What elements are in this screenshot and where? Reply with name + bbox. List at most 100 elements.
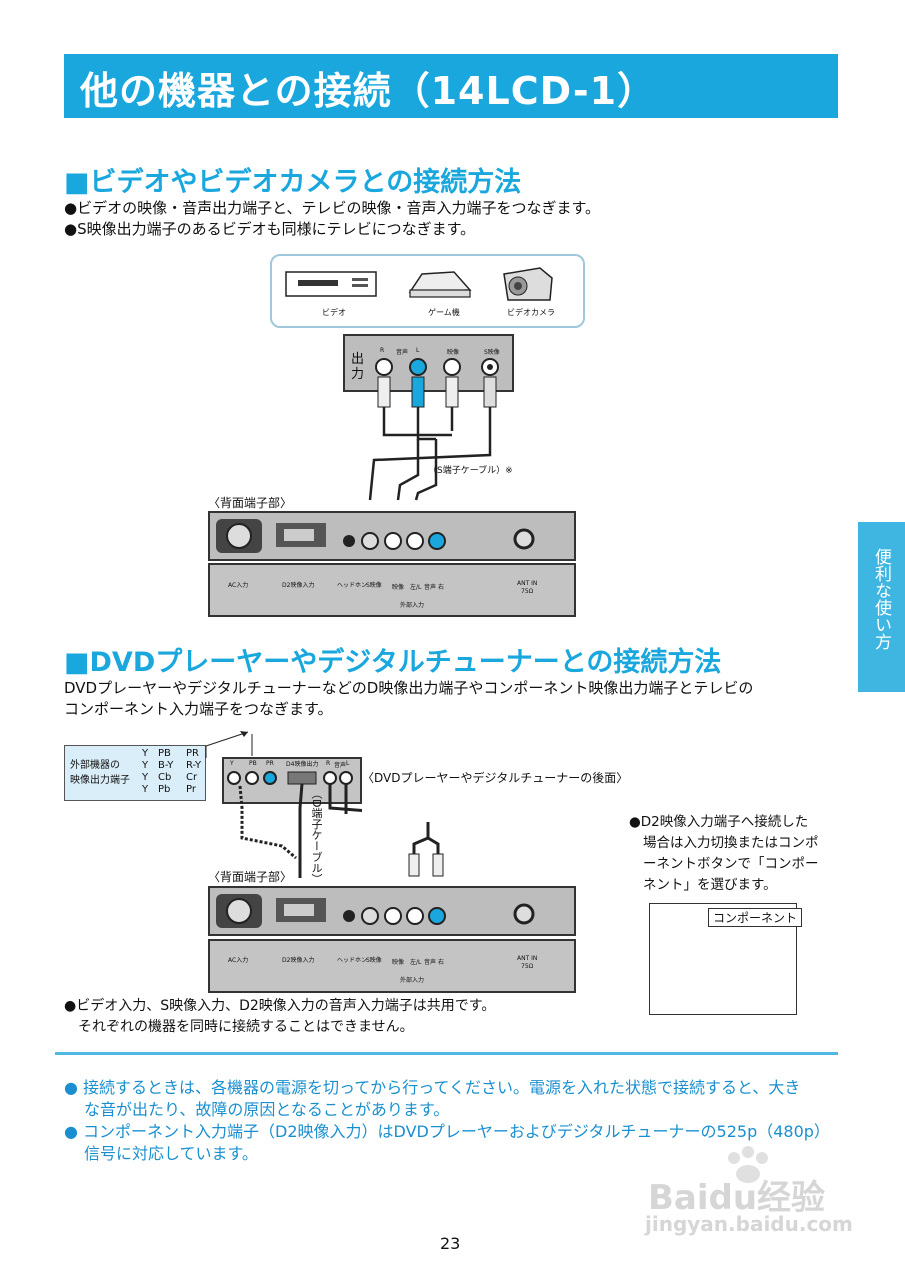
label2-right: 右 [438,959,445,966]
side-note-line: 場合は入力切換またはコンポ [643,835,819,851]
rca-plugs-2 [408,822,444,877]
device-illustrations [285,267,553,301]
section2-bullet-2: それぞれの機器を同時に接続することはできません。 [78,1019,414,1035]
label-75ohm: 75Ω [521,588,534,595]
dvd-label-audio: 音声 [334,762,347,769]
out-jack-label-l: L [416,347,420,354]
note-line-2: な音が出たり、故障の原因となることがあります。 [84,1100,450,1119]
table-row: Y B-Y R-Y [142,760,208,772]
watermark-brand: Baidu经验 [648,1178,826,1218]
label2-ant-in: ANT IN [517,955,538,962]
out-jack-label-audio: 音声 [396,349,409,356]
table-row: Y Pb Pr [142,784,208,796]
dvd-label-r: R [326,760,331,767]
label-panel-1 [208,563,576,617]
note-line-1: ● 接続するときは、各機器の電源を切ってから行ってください。電源を入れた状態で接… [64,1078,801,1097]
table-cell: B-Y [158,760,174,771]
rear-label-2: 〈背面端子部〉 [208,870,293,884]
label-d2-input: D2映像入力 [282,582,315,589]
label2-ac-input: AC入力 [228,957,249,964]
out-jack-label-r: R [380,347,385,354]
label2-svideo: S映像 [366,957,382,964]
dvd-label-pb: PB [249,760,257,767]
device-label-video: ビデオ [322,308,346,317]
section2-bullet-1: ●ビデオ入力、S映像入力、D2映像入力の音声入力端子は共用です。 [64,998,496,1014]
label2-left: 左/L [410,959,422,966]
out-jack-label-video: 映像 [447,349,460,356]
video-deck-icon [285,271,377,297]
output-terminal-table [64,745,206,801]
paw-icon [728,1146,768,1183]
label2-audio: 音声 [424,959,437,966]
table-label-line-1: 外部機器の [70,760,120,771]
label2-75ohm: 75Ω [521,963,534,970]
out-jacks [375,358,499,376]
out-jack-label-svideo: S映像 [484,349,500,356]
note-line-4: 信号に対応しています。 [84,1144,258,1163]
table-cell: R-Y [186,760,202,771]
game-console-icon [408,271,472,298]
section2-intro-1: DVDプレーヤーやデジタルチューナーなどのD映像出力端子やコンポーネント映像出力… [64,679,754,697]
table-cell: Pr [186,784,196,795]
label-video: 映像 [392,584,405,591]
section1-bullet-1: ●ビデオの映像・音声出力端子と、テレビの映像・音声入力端子をつなぎます。 [64,199,600,217]
watermark-url: jingyan.baidu.com [645,1212,853,1236]
title-bar [64,54,838,118]
label2-video: 映像 [392,959,405,966]
cable-lines [368,407,492,501]
table-cell: PR [186,748,199,759]
label2-external-input: 外部入力 [400,977,425,984]
label-headphone: ヘッドホン [337,582,368,589]
table-cell: Cb [158,772,172,783]
screen-label-component: コンポーネント [708,908,803,927]
dvd-rear-note: 〈DVDプレーヤーやデジタルチューナーの後面〉 [362,771,629,785]
d-cable-note: （D端子ケーブル）※ [310,788,323,898]
table-arrow [205,731,253,758]
table-cell: Y [142,760,149,771]
section2-heading: ■DVDプレーヤーやデジタルチューナーとの接続方法 [64,647,722,678]
side-note: ●D2映像入力端子へ接続した 場合は入力切換またはコンポ ーネントボタンで「コン… [629,812,819,896]
label2-headphone: ヘッドホン [337,957,368,964]
label-left: 左/L [410,584,422,591]
section2-intro-2: コンポーネント入力端子をつなぎます。 [64,700,333,718]
page-title: 他の機器との接続（14LCD-1） [80,69,657,113]
table-cell: PB [158,748,171,759]
rear-panel-1-jacks [216,519,535,553]
section1-heading: ■ビデオやビデオカメラとの接続方法 [64,167,522,198]
rear-panel-2-jacks [216,894,535,928]
label-ac-input: AC入力 [228,582,249,589]
table-label: 外部機器の 映像出力端子 [70,758,130,788]
label-audio: 音声 [424,584,437,591]
side-note-line: ネント」を選びます。 [643,877,777,893]
table-cell: Y [142,748,149,759]
section1-bullet-2: ●S映像出力端子のあるビデオも同様にテレビにつなぎます。 [64,220,476,238]
divider [55,1052,838,1055]
device-label-camera: ビデオカメラ [507,308,555,317]
label-right: 右 [438,584,445,591]
side-note-line: ーネントボタンで「コンポー [643,856,819,872]
cables-diagram-1 [368,358,499,501]
page-number: 23 [440,1234,461,1253]
table-rows: Y PB PR Y B-Y R-Y Y Cb Cr Y Pb Pr [142,748,208,796]
device-label-game: ゲーム機 [428,308,460,317]
table-label-line-2: 映像出力端子 [70,775,130,786]
output-label: 出力 [351,352,365,382]
dvd-label-d4: D4映像出力 [286,761,319,768]
table-cell: Y [142,784,149,795]
side-note-line: ●D2映像入力端子へ接続した [629,814,809,830]
label-panel-2 [208,939,576,993]
side-tab-label: 便利な使い方 [871,548,891,650]
table-row: Y PB PR [142,748,208,760]
dvd-label-y: Y [230,760,234,767]
label-svideo: S映像 [366,582,382,589]
side-tab[interactable] [858,522,905,692]
table-row: Y Cb Cr [142,772,208,784]
note-line-3: ● コンポーネント入力端子（D2映像入力）はDVDプレーヤーおよびデジタルチュー… [64,1122,830,1141]
table-cell: Cr [186,772,198,783]
label-external-input: 外部入力 [400,602,425,609]
s-cable-note: （S端子ケーブル）※ [428,466,513,476]
table-cell: Pb [158,784,171,795]
dvd-label-pr: PR [266,760,274,767]
cables-diagram-2 [227,771,362,878]
video-camera-icon [503,267,553,301]
